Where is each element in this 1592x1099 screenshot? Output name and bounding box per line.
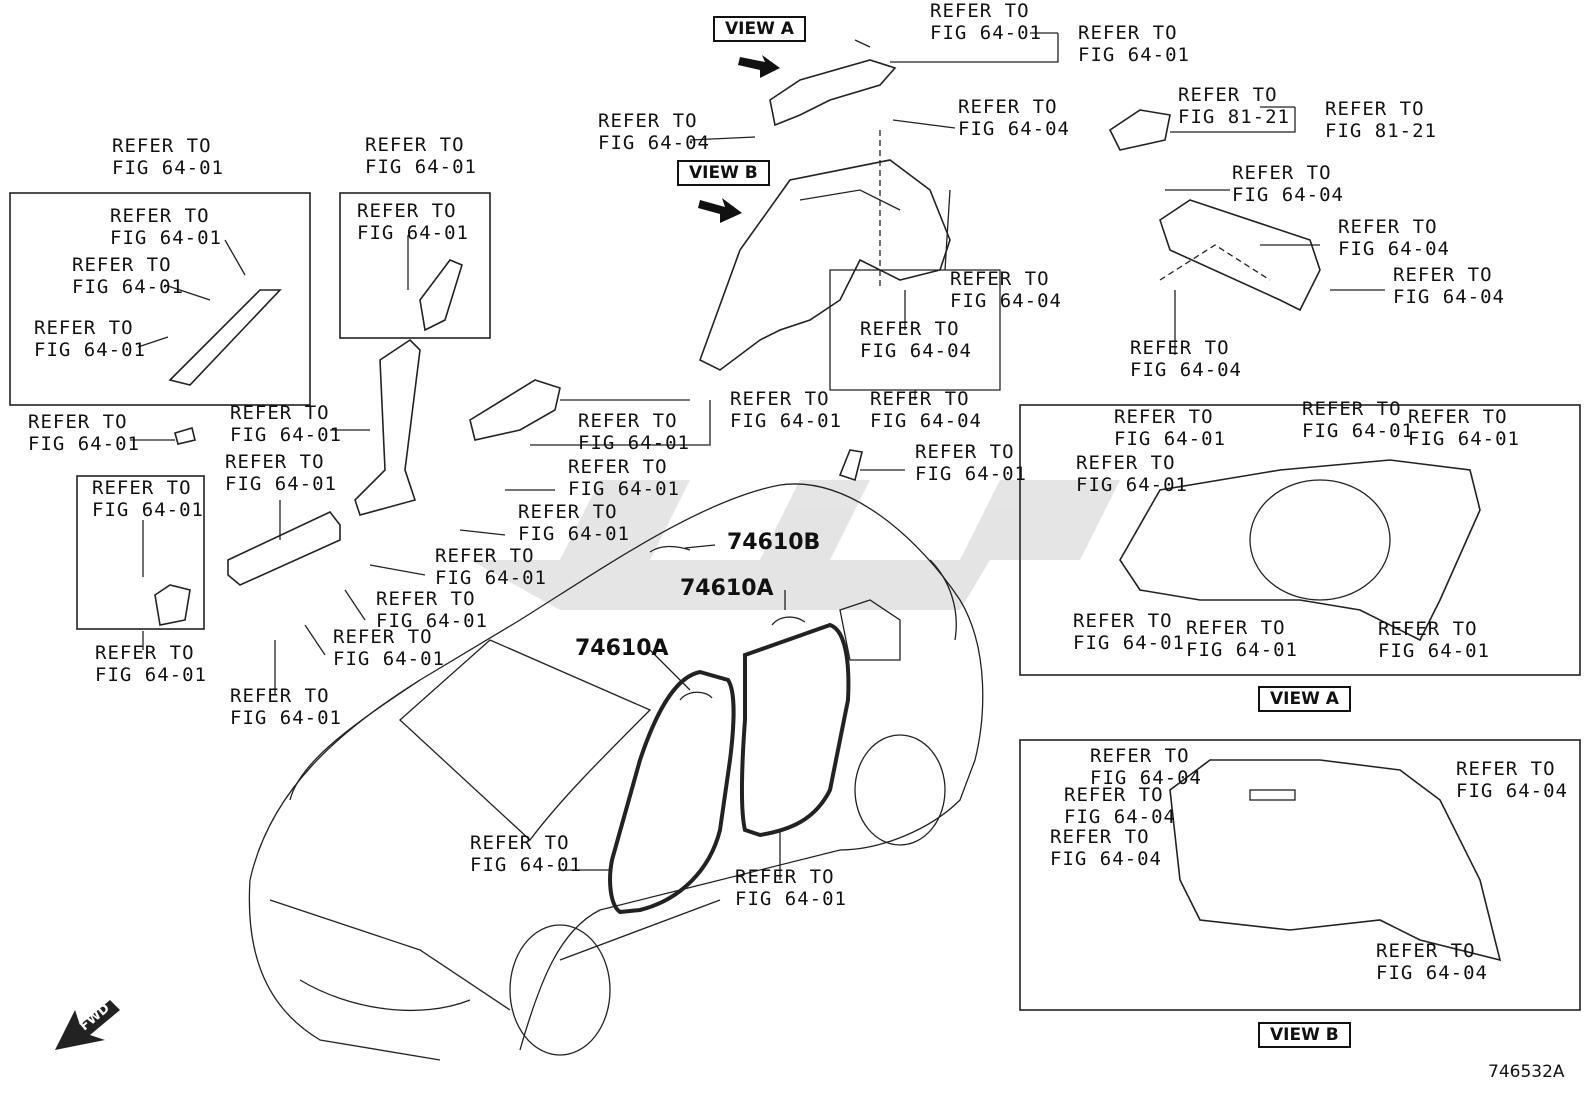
a-pillar-garnish xyxy=(168,289,282,386)
vehicle-body-outline xyxy=(248,483,984,1061)
rear-scuff-plate xyxy=(469,379,561,441)
weatherstrip-clip-a1 xyxy=(771,616,806,626)
upper-rear-trim-view-a-part xyxy=(769,59,897,127)
front-door-weatherstrip xyxy=(608,669,736,915)
view-a-arrow xyxy=(738,55,780,78)
detail-box-b-pillar-clip xyxy=(339,192,491,339)
deck-trim-part xyxy=(1159,199,1321,312)
view-b-panel xyxy=(1019,739,1581,1011)
leader-lines xyxy=(130,32,1385,961)
part-number-74610b: 74610B xyxy=(727,530,821,555)
vent-grille xyxy=(838,449,863,482)
view-b-arrow xyxy=(698,198,742,223)
fwd-arrow-icon xyxy=(55,1000,120,1050)
view-a-caption: VIEW A xyxy=(1258,686,1351,712)
view-b-caption: VIEW B xyxy=(1258,1022,1351,1048)
weatherstrip-clip-b xyxy=(649,545,691,553)
view-a-tag: VIEW A xyxy=(713,16,806,42)
diagram-number: 746532A xyxy=(1488,1062,1565,1082)
rear-side-trim-view-b-part xyxy=(699,130,951,371)
view-a-panel xyxy=(1019,404,1581,676)
nut-part xyxy=(174,426,196,445)
part-number-74610a-rear: 74610A xyxy=(680,576,774,601)
fwd-label: FWD xyxy=(77,1000,113,1035)
front-scuff-plate xyxy=(227,511,341,586)
detail-box-clip xyxy=(76,475,205,630)
rear-door-weatherstrip xyxy=(739,622,851,838)
b-pillar-garnish xyxy=(354,338,421,516)
lamp-part xyxy=(1108,109,1171,151)
small-clip-part xyxy=(154,584,191,626)
b-pillar-clip-part xyxy=(419,259,463,332)
part-number-74610a-front: 74610A xyxy=(575,636,669,661)
view-a-trim-drawing xyxy=(1119,459,1481,642)
weatherstrip-clip-a2 xyxy=(679,691,713,701)
detail-box-a-pillar xyxy=(9,192,311,406)
view-b-trim-drawing xyxy=(1169,759,1502,962)
view-b-tag: VIEW B xyxy=(677,160,770,186)
